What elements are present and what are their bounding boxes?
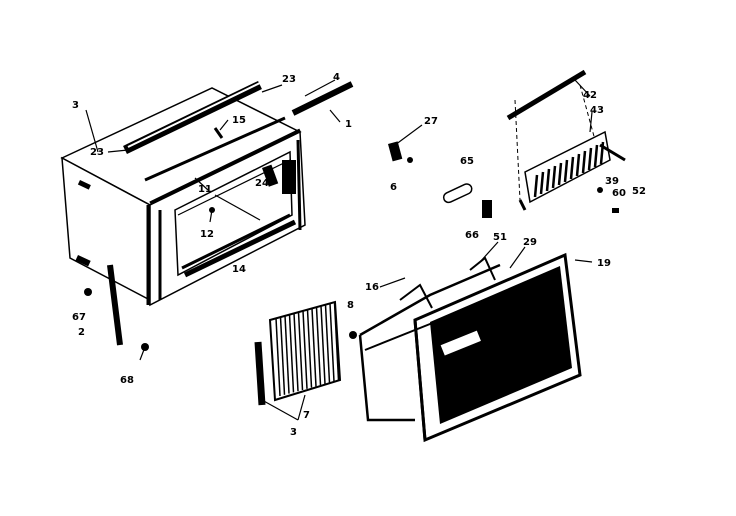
louver-assembly bbox=[506, 69, 626, 213]
label-60: 60 bbox=[612, 188, 626, 199]
label-15: 15 bbox=[232, 115, 246, 126]
label-39: 39 bbox=[605, 176, 619, 187]
label-27: 27 bbox=[424, 116, 438, 127]
label-14: 14 bbox=[232, 264, 246, 275]
part-labels: 3 23 23 15 4 1 11 24 12 14 67 2 68 27 6 … bbox=[72, 72, 646, 438]
mounting-frame bbox=[349, 256, 501, 422]
label-3-bottom: 3 bbox=[290, 427, 297, 438]
cabinet-housing bbox=[60, 80, 306, 307]
label-7: 7 bbox=[303, 410, 310, 421]
label-3-top: 3 bbox=[72, 100, 79, 111]
label-43: 43 bbox=[590, 105, 604, 116]
label-16: 16 bbox=[365, 282, 379, 293]
label-51: 51 bbox=[493, 232, 507, 243]
label-8: 8 bbox=[347, 300, 354, 311]
side-strip-part bbox=[84, 264, 149, 361]
label-66: 66 bbox=[465, 230, 479, 241]
front-panel bbox=[413, 252, 582, 443]
label-68: 68 bbox=[120, 375, 134, 386]
leader-lines bbox=[85, 79, 593, 421]
label-52: 52 bbox=[632, 186, 646, 197]
label-67: 67 bbox=[72, 312, 86, 323]
top-rod-part bbox=[291, 79, 354, 116]
label-6: 6 bbox=[390, 182, 397, 193]
label-23-left: 23 bbox=[90, 147, 104, 158]
label-29: 29 bbox=[523, 237, 537, 248]
label-12: 12 bbox=[200, 229, 214, 240]
label-65: 65 bbox=[460, 156, 474, 167]
label-42: 42 bbox=[583, 90, 597, 101]
label-2: 2 bbox=[78, 327, 85, 338]
label-24: 24 bbox=[255, 178, 269, 189]
label-19: 19 bbox=[597, 258, 611, 269]
label-4: 4 bbox=[333, 72, 340, 83]
label-1: 1 bbox=[345, 119, 352, 130]
label-11: 11 bbox=[198, 184, 212, 195]
bracket-parts bbox=[388, 141, 492, 218]
air-filter bbox=[254, 300, 342, 406]
label-23-top: 23 bbox=[282, 74, 296, 85]
